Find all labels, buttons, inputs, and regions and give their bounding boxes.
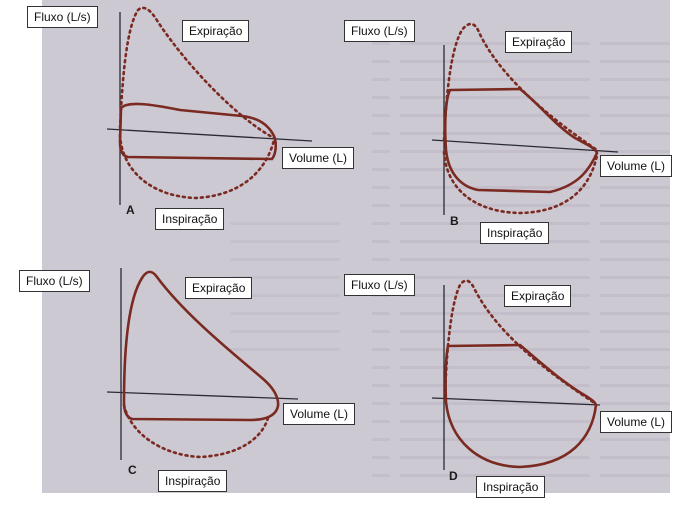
panel-c-normal-inspiration-dotted: [122, 403, 270, 459]
panel-a-inspiration-label: Inspiração: [155, 208, 225, 230]
panel-d-letter: D: [449, 469, 458, 483]
panel-b-loop: [431, 22, 619, 215]
panel-a-expiration-label: Expiração: [182, 20, 250, 42]
panel-b-expiration-label: Expiração: [505, 31, 573, 53]
panel-b-volume-axis-label: Volume (L): [600, 155, 673, 177]
panel-a-normal-inspiration-dotted: [118, 133, 276, 200]
panel-d-volume-axis-label: Volume (L): [600, 411, 673, 433]
panel-d-flow-axis-label: Fluxo (L/s): [344, 274, 415, 296]
panel-d-obstructed-loop: [444, 343, 598, 469]
panel-c-volume-axis: [106, 391, 299, 400]
panel-c-loop: [106, 268, 299, 460]
panel-b-letter: B: [450, 214, 459, 228]
panel-a-loop: [106, 6, 313, 205]
panel-b-normal-inspiration-dotted: [442, 150, 599, 215]
panel-d-volume-axis: [431, 397, 601, 406]
panel-b-inspiration-label: Inspiração: [480, 222, 550, 244]
panel-b-volume-axis: [431, 139, 619, 153]
panel-a-flow-axis-label: Fluxo (L/s): [27, 6, 98, 28]
panel-b-reduced-loop: [443, 87, 599, 194]
panel-d-loop: [431, 279, 601, 470]
panel-a-volume-axis-label: Volume (L): [282, 147, 355, 169]
panel-c-flow-axis-label: Fluxo (L/s): [19, 270, 90, 292]
panel-d-expiration-label: Expiração: [504, 285, 572, 307]
panel-a-volume-axis: [106, 128, 313, 142]
panel-a-normal-expiration-dotted: [118, 6, 276, 140]
panel-c-volume-axis-label: Volume (L): [283, 403, 356, 425]
panel-d-inspiration-label: Inspiração: [476, 476, 546, 498]
panel-d-normal-expiration-dotted: [443, 279, 598, 406]
panel-a-letter: A: [126, 203, 135, 217]
panel-c-fixed-loop: [122, 270, 280, 422]
panel-c-inspiration-label: Inspiração: [158, 470, 228, 492]
panel-c-letter: C: [128, 463, 137, 477]
panel-b-flow-axis-label: Fluxo (L/s): [344, 20, 415, 42]
panel-c-expiration-label: Expiração: [185, 277, 253, 299]
panel-a-obstructed-loop: [118, 102, 278, 161]
